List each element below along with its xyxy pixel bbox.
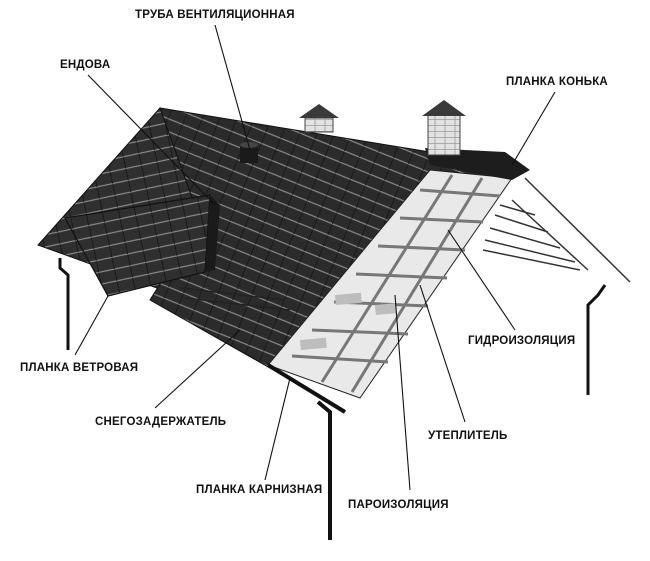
chimney-left: [299, 104, 339, 133]
snow-guard: [179, 287, 291, 311]
eaves-strip: [266, 363, 347, 414]
chimney-right: [422, 100, 466, 156]
label-ridge-strip: ПЛАНКА КОНЬКА: [506, 76, 608, 88]
rafter-shadows: [300, 292, 396, 350]
leader-eaves-strip: [264, 377, 291, 481]
label-vapor-barrier: ПАРОИЗОЛЯЦИЯ: [348, 499, 449, 511]
downpipe-center: [316, 400, 332, 540]
ridge-strip: [425, 148, 530, 180]
leader-insulation: [419, 284, 466, 423]
gable-truss: [482, 177, 631, 283]
leader-valley: [87, 74, 216, 206]
dormer-side: [205, 195, 220, 272]
leader-lines: [74, 24, 556, 491]
label-valley: ЕНДОВА: [60, 59, 111, 71]
leader-wind-strip: [74, 295, 109, 356]
leader-waterproofing: [447, 229, 516, 331]
battens: [291, 174, 501, 393]
label-waterproofing: ГИДРОИЗОЛЯЦИЯ: [468, 335, 576, 347]
label-insulation: УТЕПЛИТЕЛЬ: [428, 430, 508, 442]
downpipe-left: [58, 258, 70, 350]
leader-vent-pipe: [214, 24, 251, 151]
leader-snow-guard: [154, 329, 241, 409]
label-wind-strip: ПЛАНКА ВЕТРОВАЯ: [20, 362, 139, 374]
leader-vapor-barrier: [394, 294, 411, 491]
label-snow-guard: СНЕГОЗАДЕРЖАТЕЛЬ: [95, 416, 227, 428]
downpipe-right: [586, 284, 607, 395]
label-eaves-strip: ПЛАНКА КАРНИЗНАЯ: [196, 484, 323, 496]
leader-ridge-strip: [511, 91, 556, 166]
label-vent-pipe: ТРУБА ВЕНТИЛЯЦИОННАЯ: [135, 9, 295, 21]
